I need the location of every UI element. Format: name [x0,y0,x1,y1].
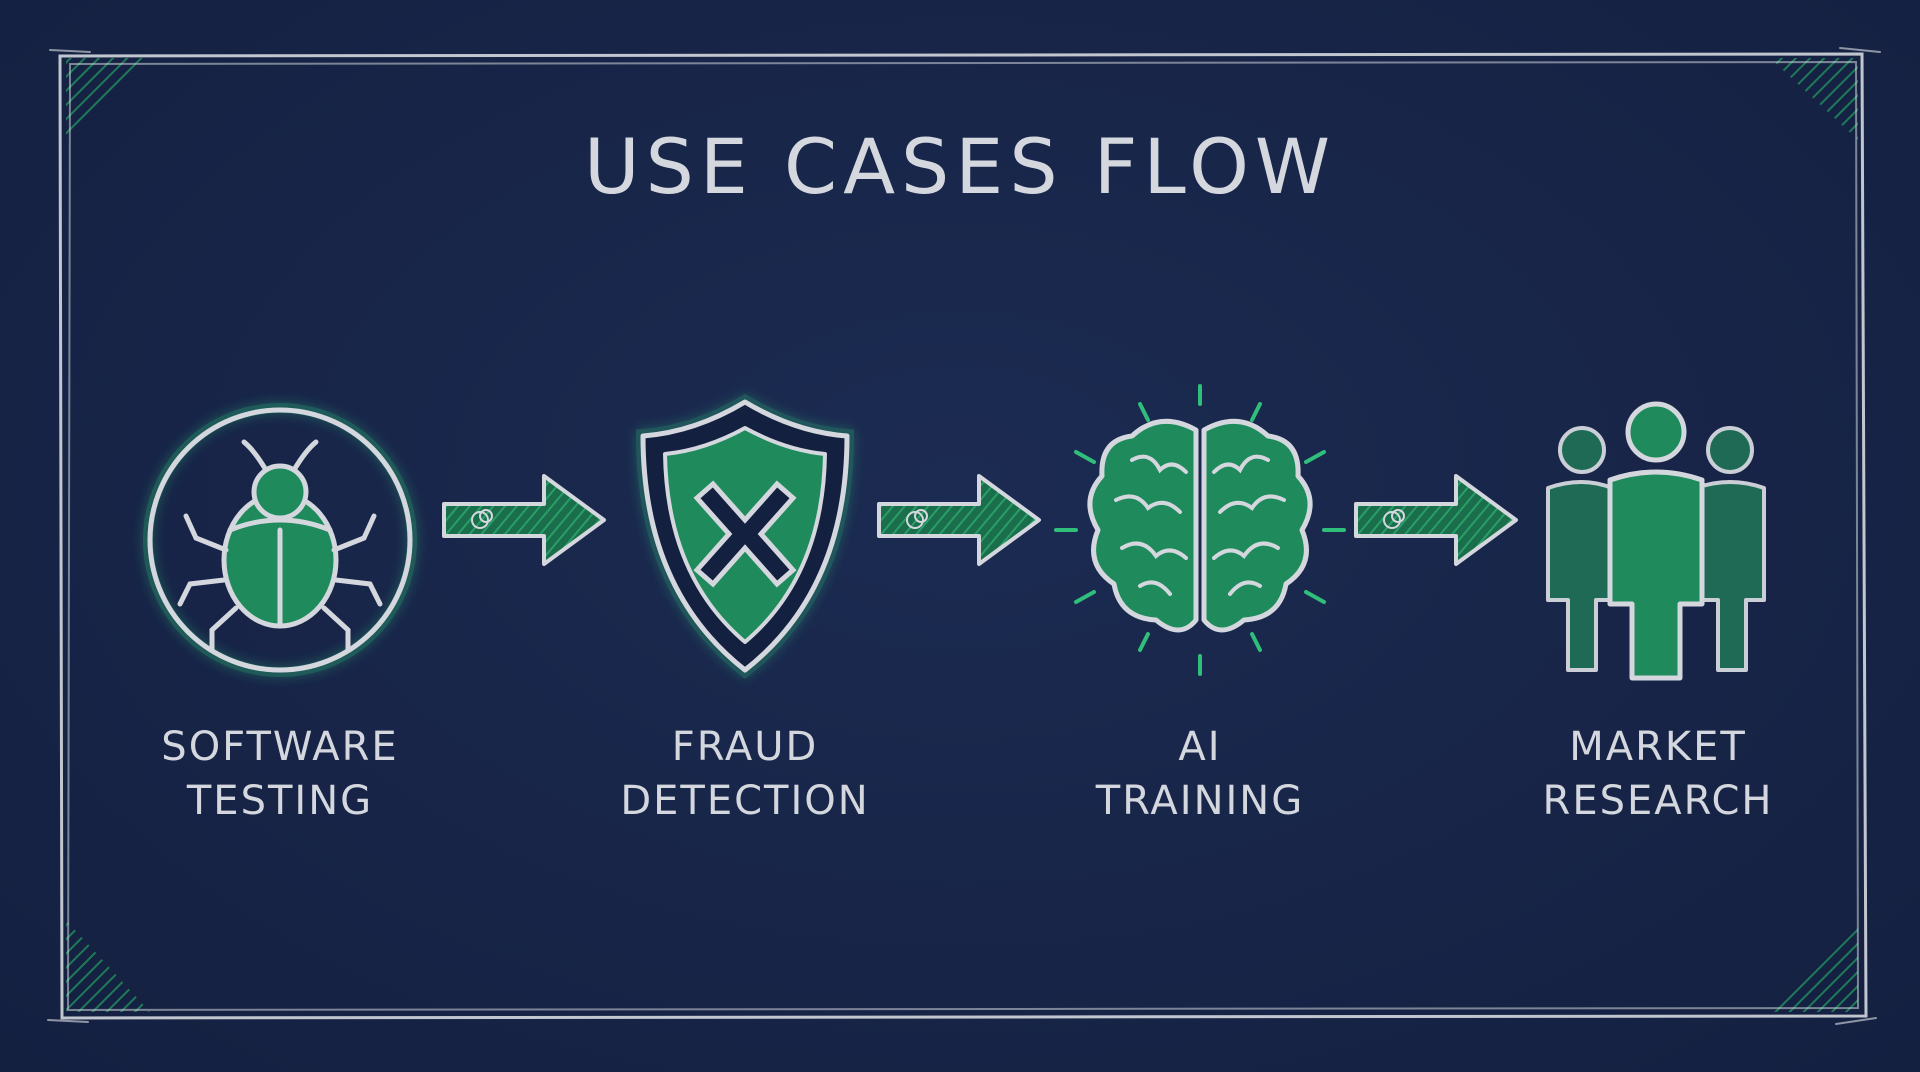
step-label-1: SOFTWARE TESTING [70,720,490,828]
arrow-right-icon [877,474,1041,566]
arrow-right-icon [442,474,606,566]
corner-hatch-top-left [66,58,150,140]
corner-hatch-top-right [1770,58,1858,140]
corner-hatch-bottom-right [1770,920,1858,1012]
step-label-4: MARKET RESEARCH [1448,720,1868,828]
flow-arrow-3 [1352,470,1522,570]
people-icon [1546,401,1766,681]
step-label-3: AI TRAINING [990,720,1410,828]
step-ai-training [1040,380,1360,700]
flow-arrow-1 [440,470,610,570]
corner-hatch-bottom-left [66,920,150,1012]
step-label-line: RESEARCH [1542,778,1774,824]
step-market-research [1500,380,1820,700]
step-label-2: FRAUD DETECTION [535,720,955,828]
shield-x-icon [635,393,855,679]
step-label-line: DETECTION [620,778,870,824]
step-label-line: TRAINING [1095,778,1305,824]
step-software-testing [120,380,440,700]
brain-icon [1054,384,1346,676]
step-label-line: FRAUD [671,724,819,770]
step-label-line: TESTING [186,778,374,824]
step-label-line: MARKET [1569,724,1747,770]
page-title: USE CASES FLOW [583,122,1337,211]
step-label-line: AI [1178,724,1222,770]
bug-icon [143,403,417,677]
flow-arrow-2 [875,470,1045,570]
step-fraud-detection [585,380,905,700]
arrow-right-icon [1354,474,1518,566]
step-label-line: SOFTWARE [161,724,399,770]
